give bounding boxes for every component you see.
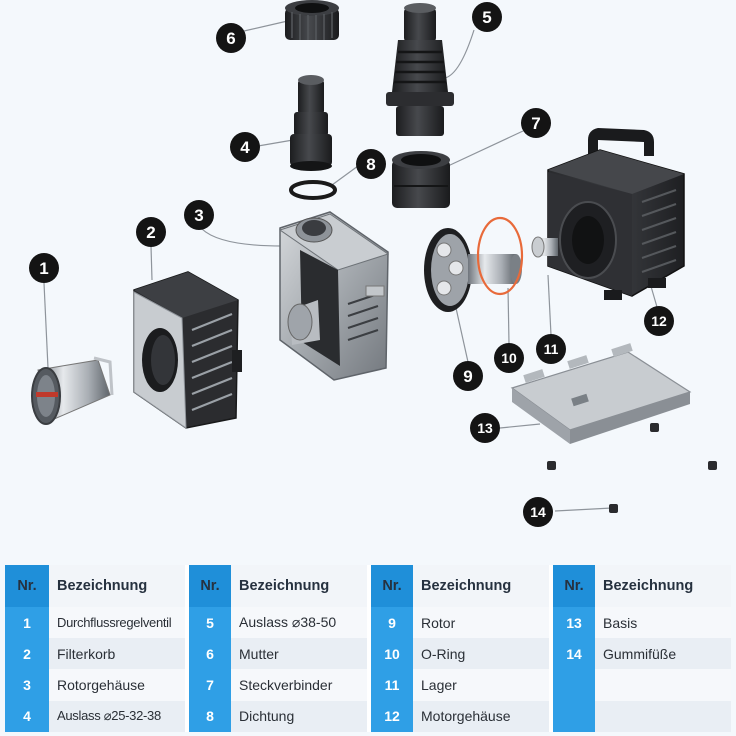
part-name: Rotor: [413, 607, 553, 639]
empty-name-cell: [595, 700, 731, 732]
part-nr: 9: [369, 607, 413, 639]
header-name: Bezeichnung: [231, 565, 371, 607]
header-nr: Nr.: [551, 565, 595, 607]
badge-13: 13: [470, 413, 500, 443]
part-outlet-38-50: [386, 3, 454, 136]
svg-text:8: 8: [366, 155, 375, 174]
header-nr: Nr.: [369, 565, 413, 607]
part-flow-regulator: [31, 356, 114, 425]
header-name: Bezeichnung: [413, 565, 553, 607]
part-nut: [285, 0, 339, 40]
svg-text:5: 5: [482, 8, 491, 27]
badge-3: 3: [184, 200, 214, 230]
part-nr: 12: [369, 700, 413, 732]
part-outlet-25-32-38: [290, 75, 332, 171]
svg-text:14: 14: [530, 504, 546, 520]
table-row: 4 Auslass ⌀25-32-38 8 Dichtung 12 Motorg…: [5, 700, 731, 732]
part-gasket: [289, 180, 337, 200]
badge-14: 14: [523, 497, 553, 527]
part-nr: 10: [369, 638, 413, 670]
badge-7: 7: [521, 108, 551, 138]
part-name: O-Ring: [413, 638, 553, 670]
part-name: Auslass ⌀38-50: [231, 607, 371, 639]
badge-4: 4: [230, 132, 260, 162]
part-rotor: [424, 228, 522, 312]
svg-text:6: 6: [226, 29, 235, 48]
part-nr: 13: [551, 607, 595, 639]
svg-text:10: 10: [501, 350, 517, 366]
part-name: Dichtung: [231, 700, 371, 732]
header-name: Bezeichnung: [595, 565, 731, 607]
part-nr: 3: [5, 669, 49, 701]
empty-name-cell: [595, 669, 731, 701]
table-row: 2 Filterkorb 6 Mutter 10 O-Ring 14 Gummi…: [5, 638, 731, 670]
svg-text:4: 4: [240, 138, 250, 157]
badge-10: 10: [494, 343, 524, 373]
part-name: Lager: [413, 669, 553, 701]
badge-1: 1: [29, 253, 59, 283]
part-rubber-feet: [547, 423, 717, 513]
part-name: Filterkorb: [49, 638, 189, 670]
part-nr: 6: [187, 638, 231, 670]
svg-text:7: 7: [531, 114, 540, 133]
part-name: Rotorgehäuse: [49, 669, 189, 701]
parts-table: Nr. Bezeichnung Nr. Bezeichnung Nr. Beze…: [5, 565, 731, 732]
part-base-plate: [510, 343, 692, 444]
part-nr: 8: [187, 700, 231, 732]
empty-nr-cell: [551, 669, 595, 701]
part-nr: 4: [5, 700, 49, 732]
empty-nr-cell: [551, 700, 595, 732]
part-name: Basis: [595, 607, 731, 639]
badge-9: 9: [453, 361, 483, 391]
svg-text:1: 1: [39, 259, 48, 278]
table-header-row: Nr. Bezeichnung Nr. Bezeichnung Nr. Beze…: [5, 565, 731, 607]
svg-text:2: 2: [146, 223, 155, 242]
exploded-view-diagram: 1 2 3 4 5 6 7 8 9 10 11 12 13 14: [29, 0, 717, 527]
badge-5: 5: [472, 2, 502, 32]
header-nr: Nr.: [187, 565, 231, 607]
svg-text:3: 3: [194, 206, 203, 225]
part-name: Mutter: [231, 638, 371, 670]
part-connector: [392, 151, 450, 208]
part-nr: 2: [5, 638, 49, 670]
badge-6: 6: [216, 23, 246, 53]
svg-text:11: 11: [544, 341, 559, 357]
table-row: 3 Rotorgehäuse 7 Steckverbinder 11 Lager: [5, 669, 731, 701]
badge-8: 8: [356, 149, 386, 179]
part-nr: 7: [187, 669, 231, 701]
header-name: Bezeichnung: [49, 565, 189, 607]
part-nr: 14: [551, 638, 595, 670]
part-name: Steckverbinder: [231, 669, 371, 701]
part-nr: 5: [187, 607, 231, 639]
part-name: Auslass ⌀25-32-38: [49, 700, 189, 732]
part-o-ring: [476, 216, 524, 296]
badge-2: 2: [136, 217, 166, 247]
svg-text:9: 9: [463, 367, 472, 386]
badge-11: 11: [536, 334, 566, 364]
part-name: Durchflussregelventil: [49, 607, 189, 639]
part-filter-basket: [133, 271, 242, 429]
part-bearing: [531, 236, 558, 258]
part-motor-housing: [547, 128, 685, 300]
table-row: 1 Durchflussregelventil 5 Auslass ⌀38-50…: [5, 607, 731, 639]
part-rotor-housing: [278, 211, 390, 381]
badge-12: 12: [644, 306, 674, 336]
part-name: Gummifüße: [595, 638, 731, 670]
part-nr: 11: [369, 669, 413, 701]
part-nr: 1: [5, 607, 49, 639]
header-nr: Nr.: [5, 565, 49, 607]
part-name: Motorgehäuse: [413, 700, 553, 732]
callout-badges: 1 2 3 4 5 6 7 8 9 10 11 12 13 14: [29, 2, 674, 527]
svg-text:13: 13: [477, 420, 493, 436]
svg-text:12: 12: [651, 313, 667, 329]
leader-lines: [43, 19, 658, 512]
